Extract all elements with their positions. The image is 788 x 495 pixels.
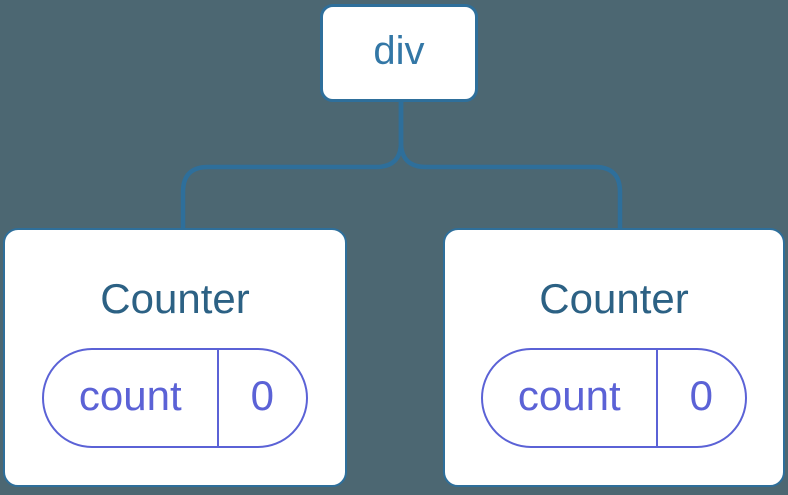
component-name-label: Counter	[539, 275, 689, 322]
component-name-label: Counter	[100, 275, 250, 322]
tree-node-counter-right: Counter count 0	[443, 228, 785, 487]
state-value-cell: 0	[658, 350, 746, 446]
tree-node-root-div: div	[320, 4, 478, 102]
connector-left-branch	[180, 102, 404, 230]
tree-node-counter-left: Counter count 0	[3, 228, 347, 487]
state-key-label: count	[78, 372, 182, 419]
root-node-label: div	[373, 29, 425, 73]
state-pill: count 0	[481, 348, 747, 448]
state-key-cell: count	[44, 350, 219, 446]
state-value-cell: 0	[219, 350, 307, 446]
connector-right-branch	[398, 102, 623, 230]
state-value-label: 0	[689, 372, 713, 419]
state-key-cell: count	[483, 350, 658, 446]
state-pill: count 0	[42, 348, 308, 448]
state-key-label: count	[517, 372, 621, 419]
state-value-label: 0	[250, 372, 274, 419]
